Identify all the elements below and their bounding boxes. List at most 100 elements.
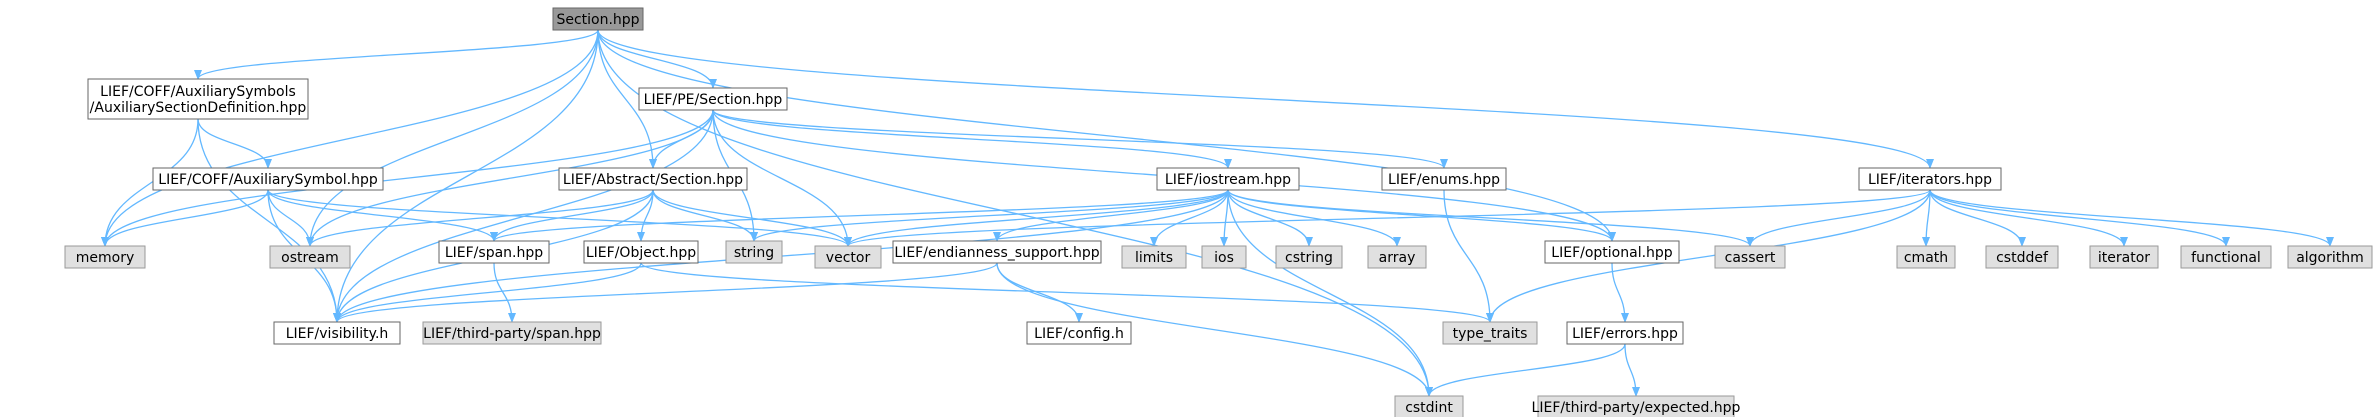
node-span[interactable]: LIEF/span.hpp (438, 240, 550, 264)
edge-span-to-third_party_span (493, 262, 516, 323)
node-functional: functional (2180, 245, 2272, 269)
node-section-hpp: Section.hpp (552, 7, 644, 31)
node-box (1156, 167, 1300, 191)
node-label: limits (1135, 250, 1173, 266)
node-expected: LIEF/third-party/expected.hpp (1532, 395, 1741, 417)
edge-arrow (652, 189, 852, 247)
edge-abstract_section-to-ostream (306, 189, 654, 247)
edge-arrow (844, 189, 1229, 247)
edge-arrow (1929, 189, 2230, 247)
node-coff-aux-symbol[interactable]: LIEF/COFF/AuxiliarySymbol.hpp (152, 167, 384, 191)
edge-iostream-to-array (1227, 189, 1401, 247)
node-label: /AuxiliarySectionDefinition.hpp (90, 100, 307, 116)
node-box (1121, 245, 1187, 269)
edge-object-to-type_traits (640, 262, 1494, 323)
node-vector: vector (814, 245, 882, 269)
node-ios: ios (1201, 245, 1247, 269)
node-iterators[interactable]: LIEF/iterators.hpp (1858, 167, 2002, 191)
node-label: functional (2191, 250, 2261, 266)
edge-arrow (1150, 189, 1229, 247)
edge-arrow (1929, 189, 2334, 247)
edge-arrow (597, 29, 717, 89)
edge-arrow (996, 262, 1433, 397)
node-label: LIEF/third-party/expected.hpp (1532, 400, 1741, 416)
node-box (892, 240, 1102, 264)
node-label: LIEF/Object.hpp (586, 245, 696, 261)
node-third-party-span: LIEF/third-party/span.hpp (422, 321, 602, 345)
edge-arrow (490, 189, 654, 242)
node-pe-section[interactable]: LIEF/PE/Section.hpp (638, 87, 788, 111)
edge-arrow (1227, 189, 1754, 247)
edge-arrow (712, 109, 852, 247)
edge-pe_section-to-enums (712, 109, 1448, 169)
node-box (87, 78, 309, 120)
node-box (814, 245, 882, 269)
edge-coff_aux_section_def-to-coff_aux_symbol (197, 118, 272, 169)
node-box (1394, 395, 1464, 417)
node-endianness[interactable]: LIEF/endianness_support.hpp (892, 240, 1102, 264)
edge-arrow (101, 109, 714, 247)
node-box (552, 7, 644, 31)
node-label: LIEF/enums.hpp (1388, 172, 1500, 188)
edge-arrow (267, 189, 498, 242)
node-abstract-section[interactable]: LIEF/Abstract/Section.hpp (558, 167, 748, 191)
node-iostream[interactable]: LIEF/iostream.hpp (1156, 167, 1300, 191)
edge-iterators-to-cstddef (1929, 189, 2026, 247)
node-label: LIEF/COFF/AuxiliarySymbol.hpp (158, 172, 378, 188)
node-box (269, 245, 351, 269)
edge-errors-to-expected (1624, 343, 1640, 397)
edge-arrow (597, 29, 1934, 169)
node-box (152, 167, 384, 191)
edge-arrow (1929, 189, 2128, 247)
edge-abstract_section-to-string (652, 189, 758, 242)
edge-arrow (197, 118, 341, 323)
node-box (2089, 245, 2159, 269)
node-coff-aux-section-def[interactable]: LIEF/COFF/AuxiliarySymbols/AuxiliarySect… (87, 78, 309, 120)
edge-arrow (712, 109, 1448, 169)
node-errors[interactable]: LIEF/errors.hpp (1566, 321, 1684, 345)
node-box (1381, 167, 1507, 191)
edge-iterators-to-vector (844, 189, 1931, 247)
node-label: ostream (281, 250, 339, 266)
edge-pe_section-to-visibility (333, 109, 714, 323)
node-visibility[interactable]: LIEF/visibility.h (273, 321, 401, 345)
node-optional[interactable]: LIEF/optional.hpp (1544, 240, 1680, 264)
node-box (273, 321, 401, 345)
node-label: cstdint (1405, 400, 1453, 416)
node-memory: memory (64, 245, 146, 269)
node-box (725, 240, 783, 264)
edge-arrow (1227, 189, 1401, 247)
node-type-traits: type_traits (1442, 321, 1538, 345)
edge-arrow (101, 189, 269, 247)
edge-iterators-to-cmath (1922, 189, 1931, 247)
node-label: LIEF/errors.hpp (1572, 326, 1678, 342)
edge-arrow (101, 29, 599, 247)
edge-section_hpp-to-optional (597, 29, 1616, 242)
node-label: LIEF/third-party/span.hpp (423, 326, 601, 342)
node-string: string (725, 240, 783, 264)
edge-iostream-to-span (490, 189, 1229, 242)
node-enums[interactable]: LIEF/enums.hpp (1381, 167, 1507, 191)
edge-arrow (101, 118, 199, 247)
edge-arrow (490, 189, 1229, 242)
node-label: cstddef (1996, 250, 2049, 266)
node-box (1442, 321, 1538, 345)
node-label: vector (826, 250, 871, 266)
node-label: iterator (2098, 250, 2150, 266)
node-config[interactable]: LIEF/config.h (1026, 321, 1132, 345)
edge-arrow (306, 29, 599, 247)
edge-iterators-to-iterator (1929, 189, 2128, 247)
node-cassert: cassert (1714, 245, 1786, 269)
edge-arrow (1443, 189, 1494, 323)
edge-coff_aux_section_def-to-visibility (197, 118, 341, 323)
edge-arrow (1922, 189, 1931, 247)
edge-coff_aux_section_def-to-memory (101, 118, 199, 247)
edge-arrow (750, 189, 1229, 242)
node-label: cmath (1904, 250, 1948, 266)
edge-arrow (493, 262, 516, 323)
edge-arrow (1425, 343, 1626, 397)
node-box (1544, 240, 1680, 264)
node-object[interactable]: LIEF/Object.hpp (583, 240, 699, 264)
node-label: LIEF/iterators.hpp (1868, 172, 1992, 188)
node-label: memory (76, 250, 135, 266)
